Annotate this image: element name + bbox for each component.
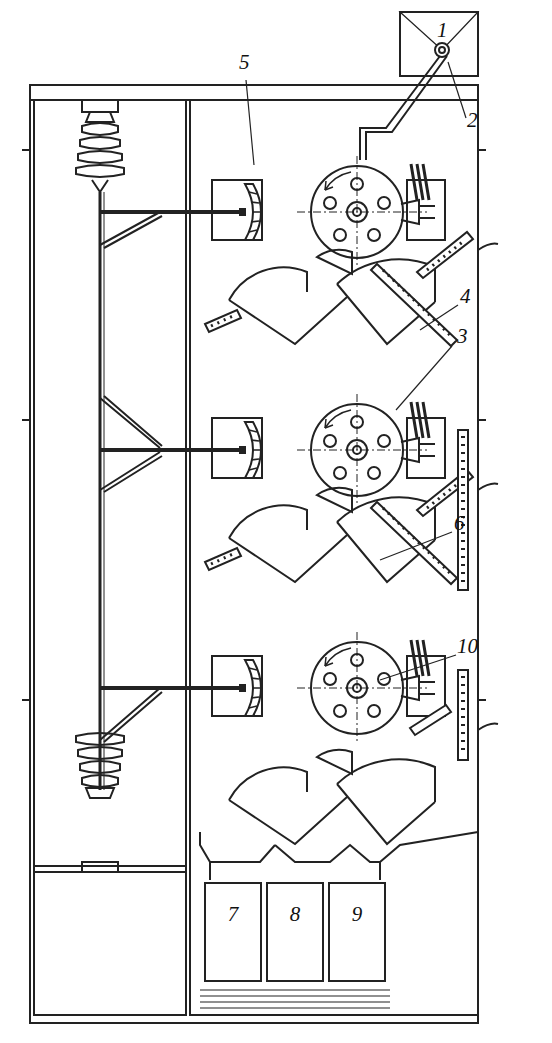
callout-number: 4 (459, 286, 472, 307)
callout-number: 7 (228, 902, 239, 927)
callout-number: 10 (456, 636, 479, 657)
callout-number: 5 (238, 52, 251, 73)
callout-number: 3 (456, 326, 469, 347)
callout-number: 2 (466, 110, 479, 131)
collector-bin: 8 (266, 882, 324, 982)
callout-number: 9 (352, 902, 363, 927)
callout-number: 8 (290, 902, 301, 927)
callout-number: 1 (436, 20, 449, 41)
callout-number: 6 (453, 513, 466, 534)
collector-bin: 7 (204, 882, 262, 982)
collector-bin: 9 (328, 882, 386, 982)
